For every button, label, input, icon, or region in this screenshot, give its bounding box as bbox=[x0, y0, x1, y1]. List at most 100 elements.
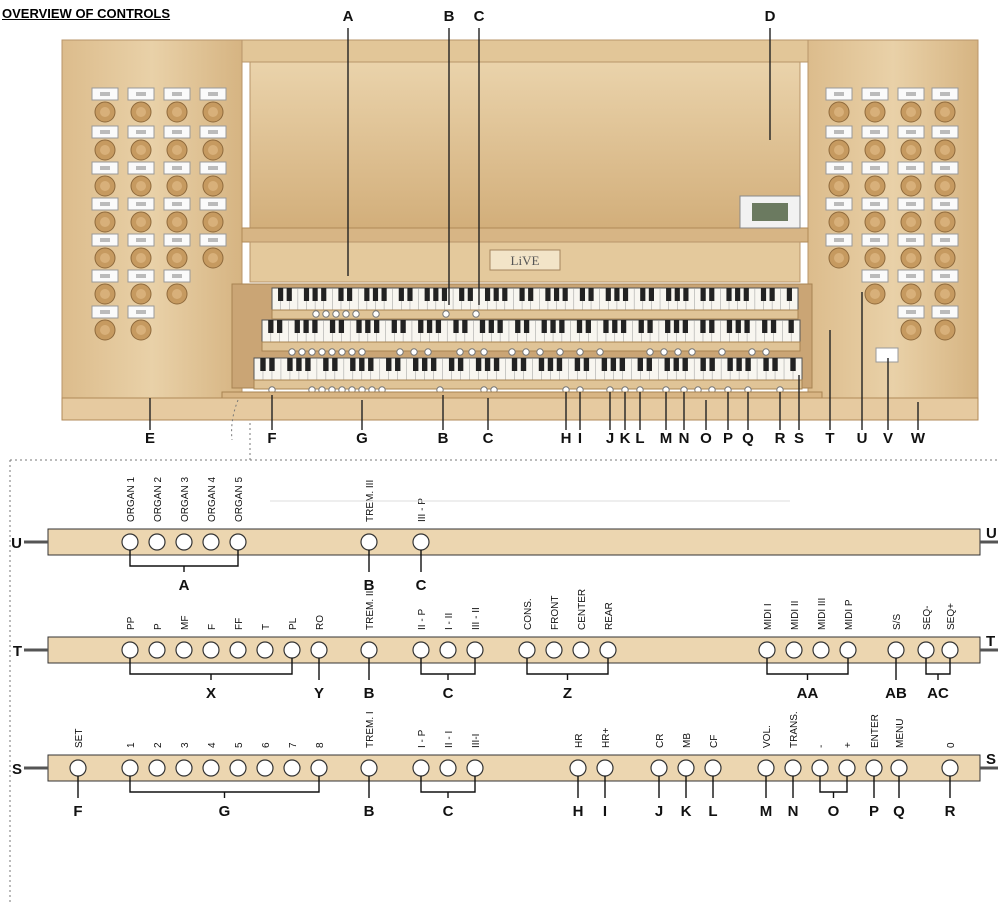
button-label: CONS. bbox=[523, 598, 534, 630]
piston bbox=[748, 348, 756, 356]
callout-bottom-o: O bbox=[700, 430, 712, 447]
button-label: 6 bbox=[261, 742, 272, 748]
group-tag: O bbox=[828, 803, 840, 820]
piston bbox=[318, 348, 326, 356]
callout-bottom-q: Q bbox=[742, 430, 754, 447]
button bbox=[310, 641, 328, 659]
button bbox=[283, 641, 301, 659]
manual-2 bbox=[261, 319, 801, 352]
group-tag: B bbox=[364, 577, 375, 594]
button bbox=[812, 641, 830, 659]
button bbox=[229, 759, 247, 777]
top-board bbox=[241, 39, 809, 63]
button bbox=[677, 759, 695, 777]
button bbox=[256, 641, 274, 659]
piston bbox=[660, 348, 668, 356]
strip-label-left: S bbox=[12, 761, 22, 778]
group-tag: I bbox=[603, 803, 607, 820]
piston bbox=[322, 310, 330, 318]
callout-bottom-j: J bbox=[605, 430, 615, 447]
button bbox=[865, 759, 883, 777]
button bbox=[839, 641, 857, 659]
group-tag: G bbox=[219, 803, 231, 820]
button-label: 5 bbox=[234, 742, 245, 748]
button-label: MIDI P bbox=[844, 599, 855, 630]
group-tag: H bbox=[573, 803, 584, 820]
group-tag: B bbox=[364, 685, 375, 702]
button-label: TREM. III bbox=[365, 480, 376, 522]
group-tag: L bbox=[708, 803, 717, 820]
group-tag: AC bbox=[927, 685, 949, 702]
button bbox=[202, 759, 220, 777]
piston bbox=[556, 348, 564, 356]
music-rack bbox=[249, 61, 801, 231]
button-label: ORGAN 5 bbox=[234, 477, 245, 522]
piston bbox=[508, 348, 516, 356]
piston bbox=[442, 310, 450, 318]
button bbox=[785, 641, 803, 659]
callout-bottom-s: S bbox=[793, 430, 805, 447]
logo: LiVE bbox=[511, 253, 540, 268]
button bbox=[256, 759, 274, 777]
button-label: SET bbox=[74, 729, 85, 748]
button bbox=[175, 533, 193, 551]
button bbox=[704, 759, 722, 777]
piston bbox=[456, 348, 464, 356]
piston bbox=[358, 348, 366, 356]
callout-bottom-n: N bbox=[678, 430, 690, 447]
button-label: SEQ- bbox=[922, 606, 933, 630]
button-label: 7 bbox=[288, 742, 299, 748]
button bbox=[148, 759, 166, 777]
button-label: ORGAN 4 bbox=[207, 477, 218, 522]
button bbox=[175, 759, 193, 777]
page-title: OVERVIEW OF CONTROLS bbox=[2, 6, 171, 21]
piston bbox=[298, 348, 306, 356]
button-label: PP bbox=[126, 616, 137, 630]
button-label: MIDI II bbox=[790, 601, 801, 630]
group-tag: AA bbox=[797, 685, 819, 702]
button bbox=[412, 759, 430, 777]
button-label: MENU bbox=[895, 719, 906, 748]
button bbox=[890, 759, 908, 777]
button bbox=[360, 533, 378, 551]
button bbox=[596, 759, 614, 777]
piston bbox=[312, 310, 320, 318]
button-label: VOL. bbox=[762, 725, 773, 748]
button-label: HR bbox=[574, 734, 585, 748]
button-label: MIDI I bbox=[763, 603, 774, 630]
callout-bottom-g: G bbox=[356, 430, 368, 447]
piston bbox=[762, 348, 770, 356]
callout-bottom-h: H bbox=[560, 430, 572, 447]
callout-top-c: C bbox=[473, 8, 485, 25]
button-label: CF bbox=[709, 735, 720, 748]
group-tag: R bbox=[945, 803, 956, 820]
group-tag: Y bbox=[314, 685, 324, 702]
strip-label-right: T bbox=[986, 633, 995, 650]
callout-bottom-u: U bbox=[856, 430, 868, 447]
piston bbox=[424, 348, 432, 356]
button-label: CENTER bbox=[577, 589, 588, 630]
button bbox=[148, 533, 166, 551]
button bbox=[175, 641, 193, 659]
button bbox=[466, 759, 484, 777]
button-label: HR+ bbox=[601, 728, 612, 748]
group-tag: M bbox=[760, 803, 773, 820]
button bbox=[466, 641, 484, 659]
piston bbox=[308, 348, 316, 356]
group-tag: C bbox=[443, 803, 454, 820]
manual-3 bbox=[253, 357, 803, 390]
button-label: III-I bbox=[471, 734, 482, 748]
button-label: - bbox=[816, 745, 827, 748]
button-label: S/S bbox=[892, 614, 903, 630]
button-label: RO bbox=[315, 615, 326, 630]
group-tag: C bbox=[443, 685, 454, 702]
button bbox=[572, 641, 590, 659]
callout-bottom-m: M bbox=[659, 430, 673, 447]
button-label: T bbox=[261, 624, 272, 630]
button-label: 8 bbox=[315, 742, 326, 748]
button bbox=[69, 759, 87, 777]
group-tag: K bbox=[681, 803, 692, 820]
piston bbox=[576, 348, 584, 356]
group-tag: N bbox=[788, 803, 799, 820]
button-label: + bbox=[843, 742, 854, 748]
